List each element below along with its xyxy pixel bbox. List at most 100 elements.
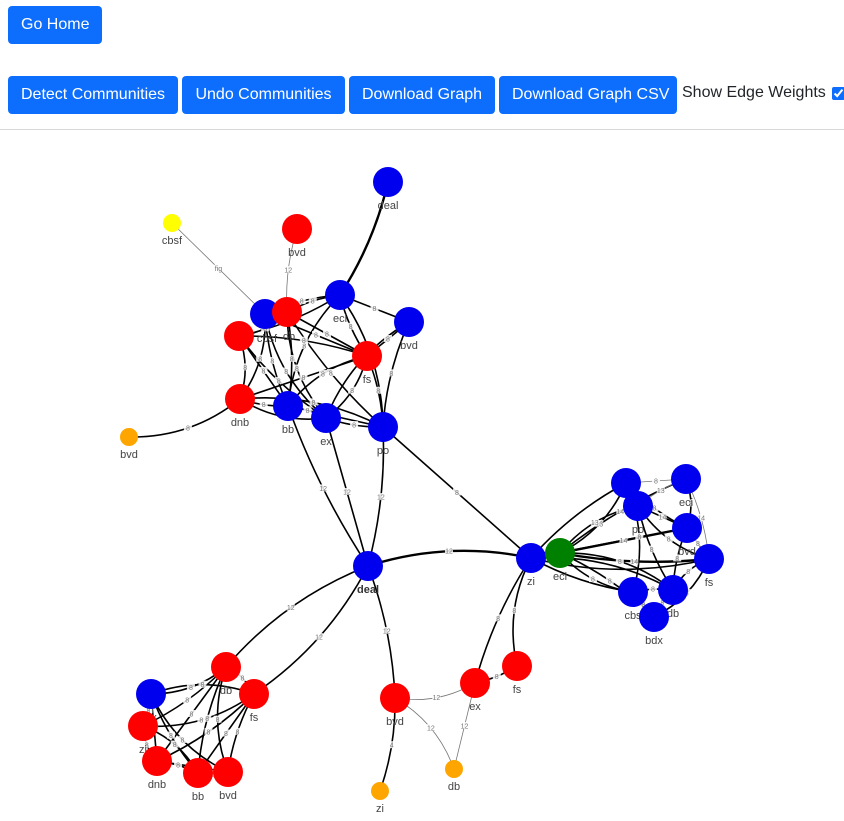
download-graph-button[interactable]: Download Graph (349, 76, 495, 114)
graph-node-circle[interactable] (368, 412, 398, 442)
undo-communities-button[interactable]: Undo Communities (182, 76, 345, 114)
show-edge-weights-checkbox[interactable] (831, 86, 844, 100)
graph-node-circle[interactable] (618, 577, 648, 607)
graph-node[interactable]: cbs (618, 577, 648, 622)
edge-weight-label: 8 (270, 359, 274, 366)
graph-node-circle[interactable] (516, 543, 546, 573)
graph-node-circle[interactable] (282, 214, 312, 244)
edge-weight-bg (647, 545, 656, 553)
graph-edge[interactable] (225, 565, 369, 668)
graph-node[interactable]: deal (353, 551, 383, 596)
graph-node-circle[interactable] (352, 341, 382, 371)
graph-node-circle[interactable] (445, 760, 463, 778)
graph-node[interactable]: db (658, 575, 688, 620)
graph-node[interactable]: bvd (672, 513, 702, 558)
graph-node-circle[interactable] (694, 544, 724, 574)
graph-node[interactable]: fs (352, 341, 382, 386)
edge-weight-label: 8 (608, 578, 612, 585)
graph-node-circle[interactable] (225, 384, 255, 414)
edge-weight-bg (648, 585, 657, 593)
graph-node-circle[interactable] (325, 280, 355, 310)
graph-node[interactable]: bvd (120, 428, 138, 461)
graph-node[interactable]: ex (460, 668, 490, 713)
graph-node[interactable]: fs (239, 679, 269, 724)
graph-node-circle[interactable] (120, 428, 138, 446)
graph-node[interactable]: eci (325, 280, 355, 325)
edge-weight-bg (635, 532, 644, 540)
graph-edge[interactable] (253, 565, 369, 695)
edge-weight-bg (382, 626, 391, 634)
graph-node[interactable]: ex (311, 403, 341, 448)
graph-node[interactable]: eci (671, 464, 701, 509)
graph-node-circle[interactable] (671, 464, 701, 494)
graph-node[interactable]: po (368, 412, 398, 457)
graph-node-circle[interactable] (460, 668, 490, 698)
graph-node[interactable]: bvd (380, 683, 410, 728)
graph-node-circle[interactable] (163, 214, 181, 232)
graph-node[interactable]: bdx (639, 602, 669, 647)
graph-node[interactable] (611, 468, 641, 498)
graph-node[interactable]: zi (128, 711, 158, 756)
graph-node[interactable]: db (211, 652, 241, 697)
graph-node-circle[interactable] (639, 602, 669, 632)
graph-node-circle[interactable] (672, 513, 702, 543)
graph-node[interactable]: db (272, 297, 302, 343)
graph-node[interactable]: cbsf (250, 299, 280, 345)
graph-edge[interactable] (338, 180, 390, 297)
graph-node-circle[interactable] (211, 652, 241, 682)
detect-communities-button[interactable]: Detect Communities (8, 76, 178, 114)
graph-node[interactable]: bvd (394, 307, 424, 352)
graph-node-circle[interactable] (136, 679, 166, 709)
edge-weight-bg (238, 673, 247, 681)
graph-node-circle[interactable] (239, 679, 269, 709)
graph-node-circle[interactable] (272, 297, 302, 327)
graph-node[interactable]: zi (516, 543, 546, 588)
graph-node-circle[interactable] (213, 757, 243, 787)
graph-node-label: fs (513, 684, 522, 696)
graph-node[interactable]: bvd (282, 214, 312, 259)
graph-node[interactable]: eci (545, 538, 575, 583)
graph-node-circle[interactable] (183, 758, 213, 788)
graph-node-circle[interactable] (623, 491, 653, 521)
graph-node-circle[interactable] (224, 321, 254, 351)
graph-node-circle[interactable] (128, 711, 158, 741)
graph-node-circle[interactable] (394, 307, 424, 337)
graph-node-circle[interactable] (311, 403, 341, 433)
graph-node-circle[interactable] (373, 167, 403, 197)
graph-node-circle[interactable] (371, 782, 389, 800)
go-home-button[interactable]: Go Home (8, 6, 102, 44)
graph-node[interactable]: dnb (225, 384, 255, 429)
edge-weight-label: 14 (616, 509, 624, 516)
graph-node-circle[interactable] (380, 683, 410, 713)
graph-node[interactable]: bvd (213, 757, 243, 802)
graph-node-circle[interactable] (502, 651, 532, 681)
graph-node-circle[interactable] (545, 538, 575, 568)
graph-node-circle[interactable] (611, 468, 641, 498)
show-edge-weights-toggle[interactable]: Show Edge Weights (682, 84, 844, 102)
graph-node[interactable]: fs (694, 544, 724, 589)
graph-node[interactable]: zi (371, 782, 389, 815)
download-graph-csv-button[interactable]: Download Graph CSV (499, 76, 677, 114)
graph-node-circle[interactable] (658, 575, 688, 605)
graph-node-circle[interactable] (273, 391, 303, 421)
graph-node[interactable]: dnb (142, 746, 172, 791)
edge-weight-bg (460, 722, 469, 729)
edge-weight-label: 4 (390, 743, 394, 750)
graph-node[interactable]: fs (502, 651, 532, 696)
graph-node-circle[interactable] (142, 746, 172, 776)
graph-node[interactable]: db (445, 760, 463, 793)
graph-node[interactable]: bb (183, 758, 213, 803)
graph-node[interactable]: deal (373, 167, 403, 212)
graph-edge[interactable] (530, 482, 627, 559)
graph-node[interactable]: bb (273, 391, 303, 436)
graph-node[interactable] (224, 321, 254, 351)
graph-node[interactable]: cbsf (162, 214, 183, 247)
graph-node[interactable]: po (623, 491, 653, 536)
edge-weight-label: 8 (262, 402, 266, 409)
edge-weight-bg (370, 304, 379, 312)
graph-node-circle[interactable] (353, 551, 383, 581)
edge-weight-label: 8 (302, 343, 306, 350)
graph-node-circle[interactable] (250, 299, 280, 329)
graph-edge[interactable] (128, 398, 241, 438)
